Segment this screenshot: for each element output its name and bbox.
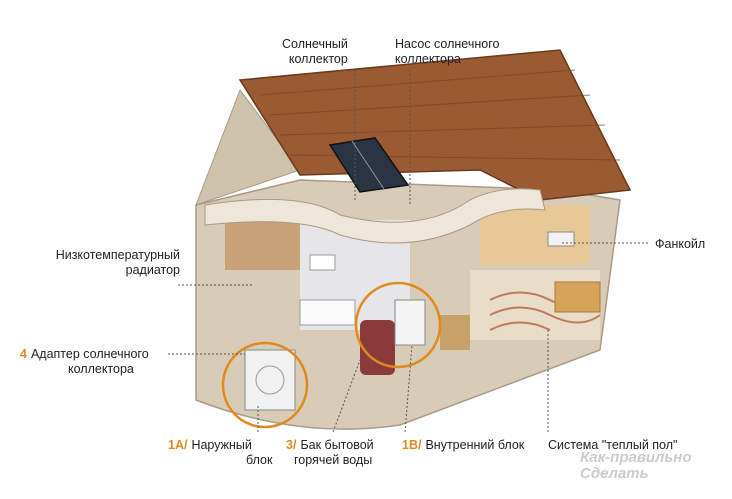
leader-lines (168, 70, 650, 433)
label-solar-collector: Солнечный коллектор (282, 37, 348, 67)
watermark-line1: Как-правильно (580, 449, 692, 466)
bathtub (299, 299, 356, 326)
label-outdoor-line2: блок (246, 453, 273, 467)
label-tank: 3/Бак бытовой горячей воды (286, 438, 374, 468)
label-radiator-line1: Низкотемпературный (55, 248, 180, 262)
label-solar-collector-line2: коллектор (288, 52, 348, 66)
watermark-line2: Сделать (580, 465, 649, 482)
label-solar-pump-line2: коллектора (395, 52, 461, 66)
label-solar-pump: Насос солнечного коллектора (395, 37, 499, 67)
label-tank-number: 3/ (286, 438, 297, 452)
watermark: Как-правильно Сделать (580, 450, 692, 482)
house-gable (195, 88, 301, 206)
storage-tank (360, 320, 395, 375)
label-outdoor-number: 1A/ (168, 438, 188, 452)
highlight-outdoor-unit (221, 341, 309, 429)
label-radiator-line2: радиатор (125, 263, 180, 277)
label-solar-collector-line1: Солнечный (282, 37, 348, 51)
label-outdoor-unit: 1A/Наружный блок (168, 438, 272, 468)
outdoor-unit (244, 349, 296, 411)
label-outdoor-line1: Наружный (191, 438, 252, 452)
indoor-unit (394, 299, 426, 346)
label-tank-line2: горячей воды (294, 453, 373, 467)
label-solar-pump-line1: Насос солнечного (395, 37, 500, 51)
ceiling-slab (204, 188, 546, 244)
stairs (440, 315, 470, 350)
roof (238, 49, 632, 201)
highlight-tank-indoor (354, 281, 442, 369)
label-floor-heating: Система "теплый пол" (548, 438, 678, 452)
label-indoor-number: 1B/ (402, 438, 422, 452)
label-adapter-line1: Адаптер солнечного (30, 347, 149, 361)
sink (309, 254, 336, 271)
label-adapter-number: 4 (20, 347, 27, 361)
fancoil-unit (547, 231, 575, 247)
label-tank-line1: Бак бытовой (300, 438, 374, 452)
label-indoor-unit: 1B/Внутренний блок (402, 438, 524, 453)
label-adapter-line2: коллектора (68, 362, 134, 376)
label-fancoil: Фанкойл (655, 237, 706, 251)
shelf-unit (554, 281, 601, 313)
label-radiator: Низкотемпературный радиатор (40, 248, 180, 278)
label-indoor-text: Внутренний блок (425, 438, 525, 452)
solar-panel (328, 137, 410, 193)
